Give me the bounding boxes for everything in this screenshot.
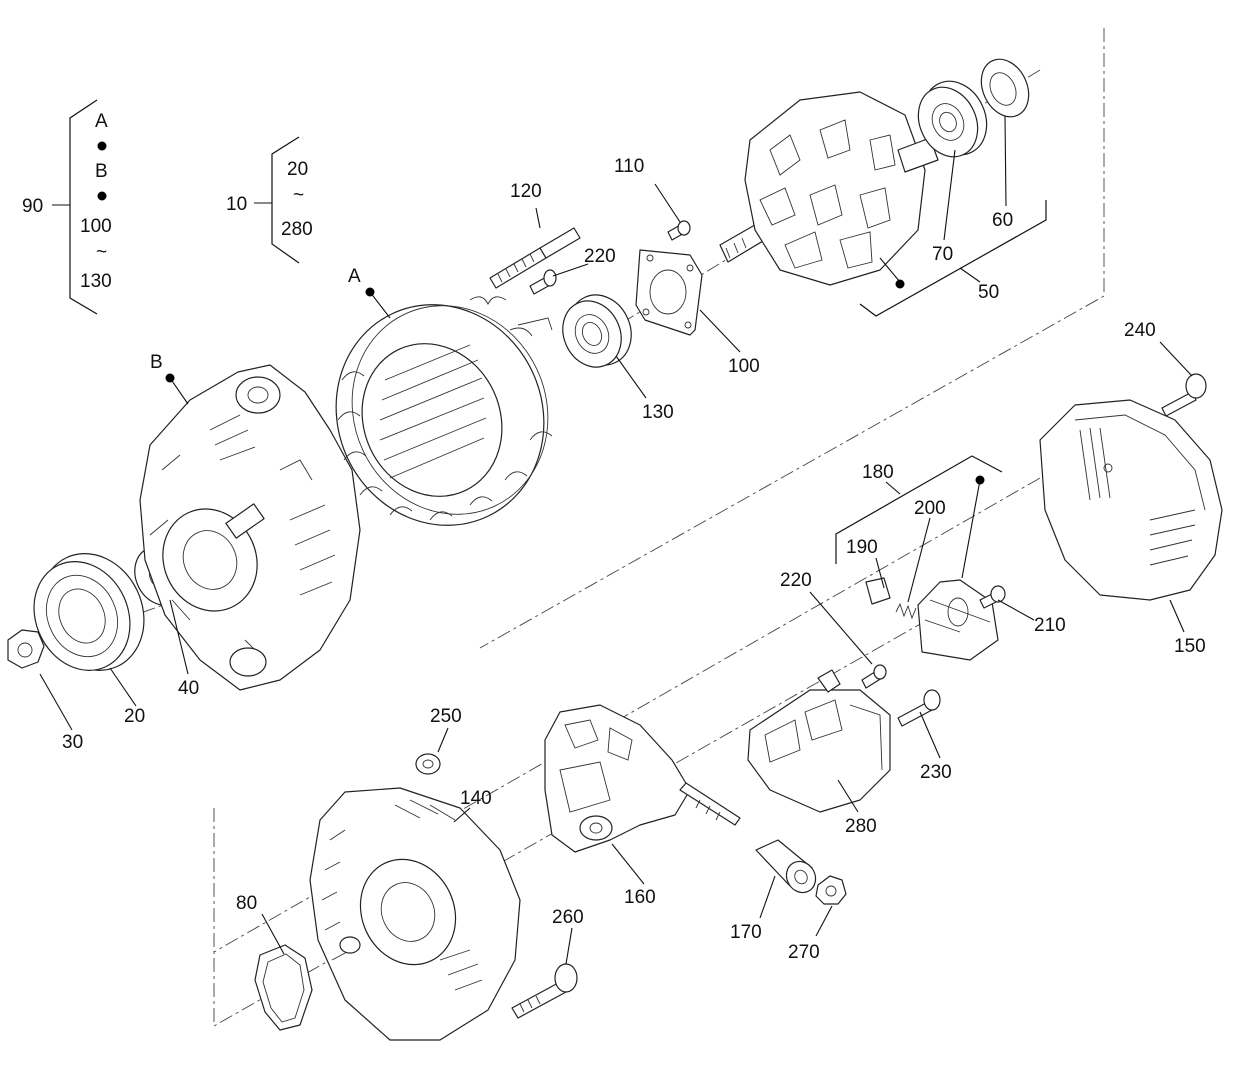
callout-40: 40 [178,678,199,699]
bullet-icon [365,287,375,297]
legend-90-item-b: B [95,161,108,182]
ref-letter-a: A [348,266,361,287]
legend-group-10: 10 20 ~ 280 [226,136,313,264]
bolt-240 [1161,373,1207,417]
nut-270 [815,875,847,905]
callout-140: 140 [460,788,492,809]
brush-190 [865,577,891,605]
rectifier-160 [544,704,741,853]
callout-210: 210 [1034,615,1066,636]
callout-280: 280 [845,816,877,837]
callout-160: 160 [624,887,656,908]
bullet-icon [975,475,985,485]
callout-100: 100 [728,356,760,377]
legend-90-item-a: A [95,111,108,132]
reference-dots [165,279,985,485]
callout-260: 260 [552,907,584,928]
callout-240: 240 [1124,320,1156,341]
insulator-170 [755,839,817,894]
screw-110 [667,220,691,241]
legend-90-number: 90 [22,196,43,217]
callout-labels: 30 20 40 80 120 220 110 100 130 70 60 50… [62,156,1206,963]
brush-holder-180 [917,579,999,661]
callout-200: 200 [914,498,946,519]
screw-210 [979,585,1006,609]
bullet-icon [97,141,107,151]
bushing-250 [415,753,441,775]
callout-170: 170 [730,922,762,943]
callout-120: 120 [510,181,542,202]
callout-60: 60 [992,210,1013,231]
leader-lines [39,115,1193,965]
legend-90-item-130: 130 [80,271,112,292]
bolt-260 [511,963,578,1019]
callout-190: 190 [846,537,878,558]
bearing-130 [562,294,632,368]
screw-220-upper [529,269,557,295]
callout-270: 270 [788,942,820,963]
retainer-plate-100 [635,249,703,336]
bearing-cover-60 [980,58,1030,118]
callout-150: 150 [1174,636,1206,657]
subassembly-brackets [835,200,1047,564]
callout-180: 180 [862,462,894,483]
callout-70: 70 [932,244,953,265]
callout-20: 20 [124,706,145,727]
ref-letter-b: B [150,352,163,373]
screw-220-lower [861,664,887,689]
callout-110: 110 [614,156,644,177]
legend-10-range-sign: ~ [293,185,304,206]
legend-90-item-100: 100 [80,216,112,237]
bullet-icon [165,373,175,383]
stator-a [335,296,553,526]
bolt-230 [897,689,941,727]
callout-30: 30 [62,732,83,753]
rear-frame-140 [309,787,521,1041]
bullet-icon [895,279,905,289]
callout-80: 80 [236,893,257,914]
callout-220-upper: 220 [584,246,616,267]
seal-80 [254,944,313,1031]
regulator-280 [747,669,891,813]
callout-220-lower: 220 [780,570,812,591]
callout-50: 50 [978,282,999,303]
bearing-70 [917,80,988,158]
drive-end-frame-b [139,364,361,691]
pulley-20 [33,553,145,671]
callout-250: 250 [430,706,462,727]
legend-10-item-280: 280 [281,219,313,240]
callout-230: 230 [920,762,952,783]
nut-30 [7,629,45,669]
rotor-50 [719,91,939,286]
legend-10-number: 10 [226,194,247,215]
legend-10-item-20: 20 [287,159,308,180]
bullet-icon [97,191,107,201]
spring-200 [895,602,917,620]
callout-130: 130 [642,402,674,423]
legend-90-range-sign: ~ [96,242,107,263]
rear-cover-150 [1039,399,1223,601]
legend-group-90: 90 A B 100 ~ 130 [22,99,112,315]
stud-bolt-120 [489,227,581,289]
